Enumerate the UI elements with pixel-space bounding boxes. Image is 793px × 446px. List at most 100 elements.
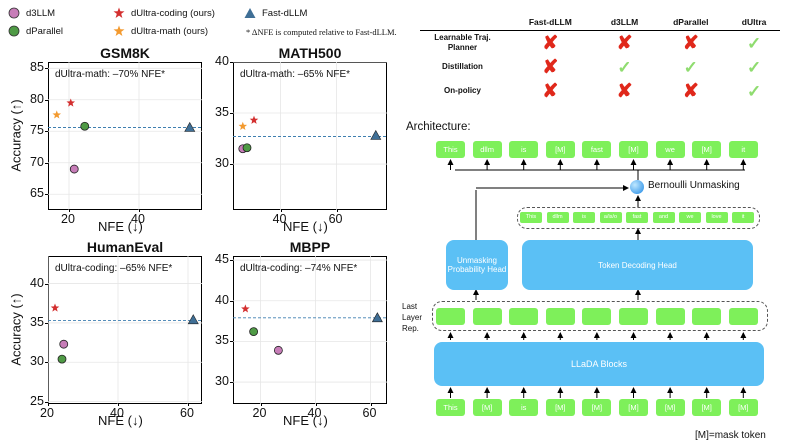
y-tick-label: 65 [30, 186, 44, 201]
table-header-empty [420, 17, 505, 31]
y-tick-mark [45, 194, 48, 196]
data-point [57, 354, 67, 364]
table-cell: ✓ [728, 79, 780, 103]
x-tick-label: 40 [131, 212, 145, 226]
cross-icon: ✘ [542, 56, 559, 78]
cross-icon: ✘ [542, 80, 559, 102]
input-token: This [436, 399, 465, 416]
x-tick-mark [118, 403, 119, 406]
table-cell: ✓ [728, 55, 780, 79]
hidden-rep-cell [728, 308, 758, 325]
data-point [249, 327, 259, 337]
table-row-label: Learnable Traj. Planner [434, 33, 491, 52]
y-tick-label: 45 [215, 252, 229, 267]
sampling-node-icon [630, 180, 644, 194]
y-tick-label: 30 [215, 374, 229, 389]
scatter-canvas [48, 256, 202, 404]
chart-title: HumanEval [86, 239, 164, 255]
legend-item-fast-dllm: Fast-dLLM [244, 7, 307, 19]
input-token: [M] [655, 399, 685, 416]
x-tick-label: 20 [61, 212, 75, 226]
hidden-rep-group [432, 301, 768, 331]
chart-title: GSM8K [100, 45, 150, 61]
x-axis-label: NFE (↓) [283, 413, 328, 428]
y-tick-mark [230, 164, 233, 166]
y-tick-label: 35 [215, 333, 229, 348]
y-tick-mark [45, 362, 48, 364]
table-header: d3LLM [595, 17, 654, 31]
y-tick-mark [230, 341, 233, 343]
cross-icon: ✘ [616, 80, 633, 102]
circle-marker-icon [8, 7, 20, 19]
y-tick-mark [45, 283, 48, 285]
output-token: is [509, 141, 539, 158]
x-tick-label: 60 [328, 212, 343, 226]
x-tick-mark [260, 403, 262, 406]
decoded-token-group [517, 207, 760, 229]
data-point [371, 312, 383, 323]
legend-item-d3llm: d3LLM [8, 7, 55, 19]
scatter-canvas [48, 62, 202, 210]
legend-item-dultra-coding: dUltra-coding (ours) [113, 7, 215, 19]
chart-title: MBPP [289, 239, 331, 255]
table-row-label: On-policy [444, 86, 481, 95]
y-tick-mark [230, 62, 233, 63]
hidden-rep-cell [582, 308, 612, 325]
architecture-title: Architecture: [406, 121, 471, 133]
x-tick-mark [336, 209, 338, 212]
y-tick-mark [45, 322, 48, 324]
table-row: Learnable Traj. Planner✘✘✘✓ [420, 31, 780, 56]
chart-title: MATH500 [278, 45, 342, 61]
decoded-token: a/is/o [599, 212, 622, 223]
legend-label: dParallel [26, 25, 63, 37]
plot-area: dUltra-coding: –65% NFE* [48, 256, 202, 404]
x-tick-mark [139, 209, 140, 212]
x-tick-label: 40 [110, 406, 124, 420]
table-row-label: Distillation [442, 62, 483, 71]
table-row: On-policy✘✘✘✓ [420, 79, 780, 103]
decoded-token: love [705, 212, 728, 223]
star-marker-icon [113, 25, 125, 36]
token-decoding-head: Token Decoding Head [522, 240, 753, 290]
chart-annotation: dUltra-coding: –74% NFE* [240, 263, 358, 274]
y-tick-label: 35 [30, 314, 44, 329]
decoded-token: and [652, 212, 675, 223]
check-icon: ✓ [683, 57, 698, 77]
y-tick-label: 80 [30, 91, 44, 106]
y-tick-label: 30 [30, 354, 44, 369]
plot-area: dUltra-math: –70% NFE* [48, 62, 202, 210]
output-token: [M] [619, 141, 648, 158]
triangle-marker-icon [244, 8, 256, 18]
table-header-row: Fast-dLLM d3LLM dParallel dUltra [420, 17, 780, 31]
table-cell: ✓ [728, 31, 780, 56]
table-row: Distillation ✘ ✓ ✓ ✓ [420, 55, 780, 79]
y-tick-label: 70 [30, 154, 44, 169]
input-token: [M] [545, 399, 575, 416]
x-tick-label: 20 [252, 406, 267, 420]
x-tick-label: 60 [362, 406, 377, 420]
x-tick-mark [370, 403, 372, 406]
table-cell: ✓ [596, 55, 654, 79]
chart-annotation: dUltra-math: –70% NFE* [55, 69, 166, 80]
table-cell: ✘ [505, 55, 596, 79]
y-tick-mark [45, 68, 48, 70]
y-tick-label: 40 [30, 275, 44, 290]
circle-marker-icon [8, 25, 20, 37]
x-tick-mark [69, 209, 70, 212]
unmasking-head: Unmasking Probability Head [446, 240, 508, 290]
data-point [69, 164, 79, 174]
plot-area: dUltra-coding: –74% NFE* [233, 256, 387, 404]
chart-annotation: dUltra-math: –65% NFE* [240, 69, 351, 80]
hidden-rep-cell [436, 308, 465, 325]
x-axis-label: NFE (↓) [283, 219, 328, 234]
table-header: dParallel [653, 17, 729, 31]
decoded-token: we [679, 212, 701, 223]
check-icon: ✓ [746, 33, 762, 53]
table-cell: ✘ [505, 79, 596, 103]
last-layer-label: Last Layer Rep. [402, 302, 423, 333]
comparison-table: Fast-dLLM d3LLM dParallel dUltra Learnab… [420, 17, 780, 103]
mask-token-footnote: [M]=mask token [695, 430, 766, 441]
sampling-label: Bernoulli Unmasking [648, 180, 740, 191]
input-token: [M] [728, 399, 758, 416]
check-icon: ✓ [746, 81, 762, 101]
